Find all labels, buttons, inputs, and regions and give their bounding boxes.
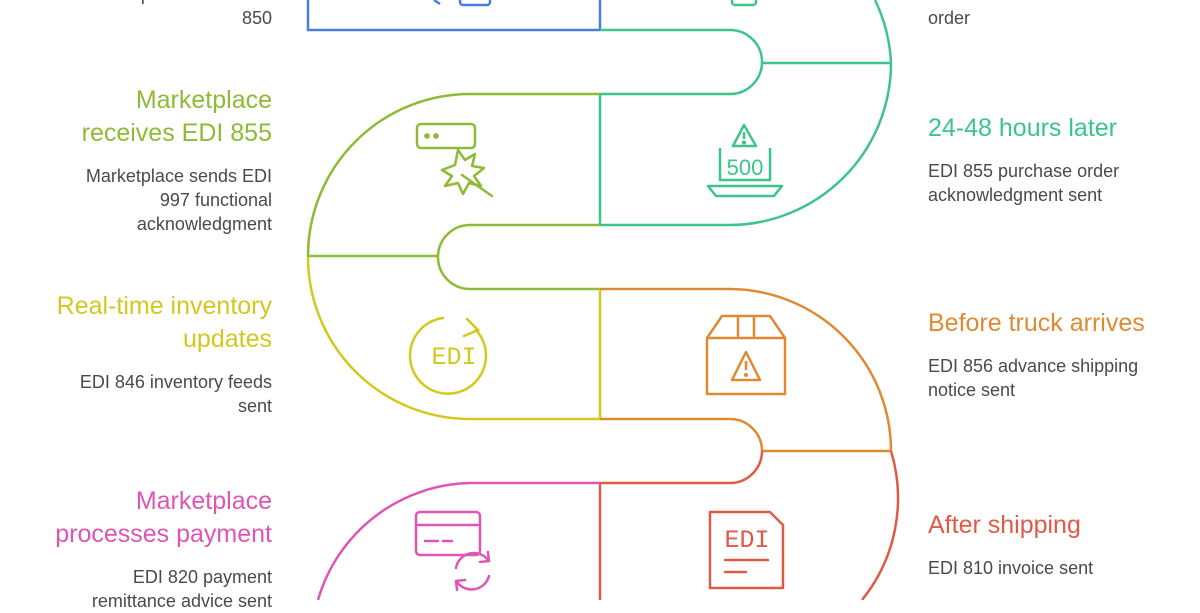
click-burst-icon: [415, 122, 494, 198]
track-inner-lime: [436, 223, 600, 291]
step-title: Marketplace receives EDI 855: [81, 86, 272, 147]
step-description: EDI 820 payment remittance advice sent: [91, 567, 272, 611]
edi-workflow-diagram: 500 EDI EDI: [306, 0, 900, 600]
edi-sync-label: EDI: [431, 343, 476, 372]
package-warning-icon: [705, 314, 787, 396]
step-title: Marketplace processes payment: [55, 487, 272, 548]
track-segment-pink: [316, 481, 600, 600]
step-before-truck: Before truck arrives EDI 856 advance shi…: [928, 307, 1145, 402]
step-edi-solution-creates-order: EDI solution creates sales order: [928, 0, 1136, 30]
laptop-error-code: 500: [727, 155, 764, 180]
step-description: EDI 856 advance shipping notice sent: [928, 356, 1139, 400]
track-inner-orange: [600, 417, 764, 452]
step-description: Marketplace sends EDI 850: [86, 0, 272, 28]
step-description: EDI 810 invoice sent: [928, 558, 1094, 578]
track-segment-teal: [600, 28, 764, 96]
step-title: 24-48 hours later: [928, 114, 1118, 142]
track-segment-yellow: [306, 256, 602, 421]
step-marketplace-sends-850: Marketplace sends EDI 850: [86, 0, 272, 30]
step-title: Before truck arrives: [928, 309, 1145, 337]
step-title: After shipping: [928, 511, 1081, 539]
track-arc-red: [861, 450, 900, 600]
step-after-shipping: After shipping EDI 810 invoice sent: [928, 509, 1093, 580]
edi-document-label: EDI: [724, 526, 769, 555]
track-segment-blue: [306, 0, 600, 32]
track-segment-red: [598, 450, 764, 600]
track-segment-orange: [600, 287, 893, 453]
step-description: EDI 846 inventory feeds sent: [79, 372, 272, 416]
partial-top-left-icon: [433, 0, 492, 7]
track-segment-lime: [306, 92, 600, 258]
step-inventory-updates: Real-time inventory updates EDI 846 inve…: [57, 290, 272, 418]
step-marketplace-receives-855: Marketplace receives EDI 855 Marketplace…: [82, 84, 272, 236]
card-refresh-icon: [414, 510, 491, 592]
step-hours-later: 24-48 hours later EDI 855 purchase order…: [928, 112, 1119, 207]
partial-top-right-icon: [730, 0, 758, 7]
track-arc-teal: [600, 0, 893, 227]
step-description: EDI 855 purchase order acknowledgment se…: [928, 161, 1120, 205]
step-processes-payment: Marketplace processes payment EDI 820 pa…: [55, 485, 272, 613]
step-title: Real-time inventory updates: [56, 292, 272, 353]
step-description: EDI solution creates sales order: [928, 0, 1136, 28]
edi-sync-icon: [408, 316, 488, 395]
edi-document-icon: [708, 510, 785, 590]
step-description: Marketplace sends EDI 997 functional ack…: [85, 166, 272, 234]
laptop-500-error-icon: [706, 123, 784, 198]
